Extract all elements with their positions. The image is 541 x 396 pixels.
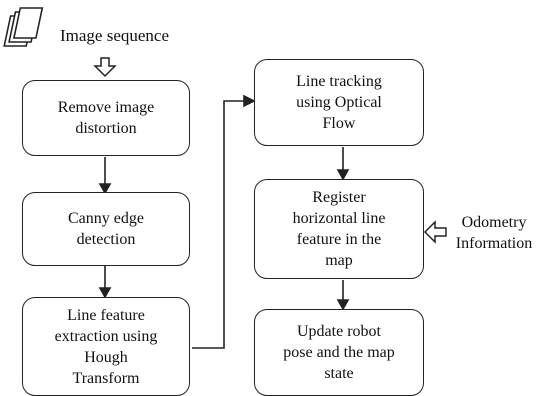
line-tracking-text: Line tracking using Optical Flow <box>296 73 382 132</box>
hollow-arrow-down-icon <box>93 57 117 78</box>
hollow-arrow-left-icon <box>423 220 447 244</box>
arrow-hough-to-linetracking <box>192 100 246 349</box>
odometry-label: Odometry Information <box>455 214 533 252</box>
line-tracking-box: Line tracking using Optical Flow <box>254 59 424 146</box>
image-sequence-label: Image sequence <box>60 26 170 45</box>
hough-extraction-box: Line feature extraction using Hough Tran… <box>22 297 190 396</box>
update-pose-text: Update robot pose and the map state <box>283 323 395 382</box>
remove-distortion-box: Remove image distortion <box>22 80 190 156</box>
register-feature-box: Register horizontal line feature in the … <box>254 179 424 279</box>
register-feature-text: Register horizontal line feature in the … <box>292 189 386 269</box>
canny-edge-box: Canny edge detection <box>22 192 190 266</box>
update-pose-box: Update robot pose and the map state <box>254 309 424 396</box>
hough-extraction-text: Line feature extraction using Hough Tran… <box>54 306 158 387</box>
remove-distortion-text: Remove image distortion <box>57 99 155 137</box>
canny-edge-text: Canny edge detection <box>68 210 144 248</box>
image-sequence-icon <box>3 7 44 47</box>
